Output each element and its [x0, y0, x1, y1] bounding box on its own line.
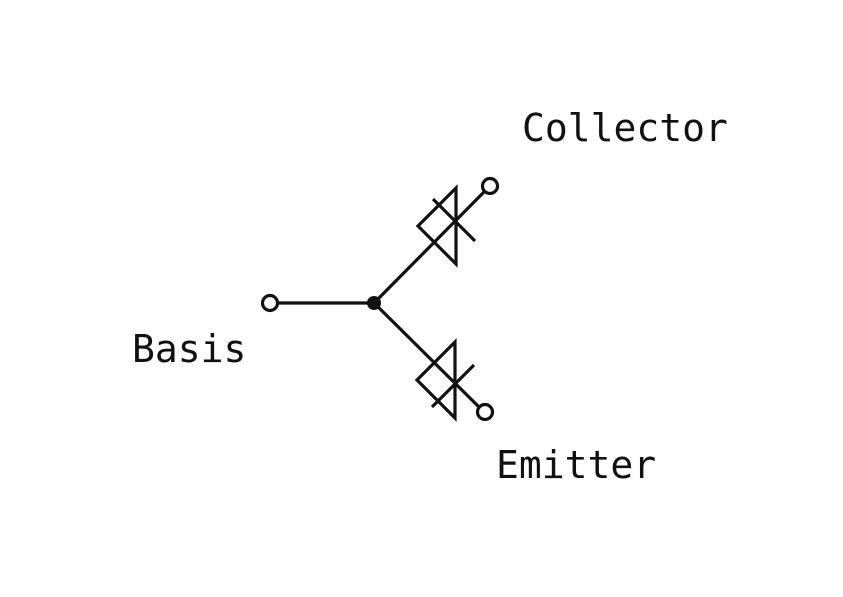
emitter-wire: [372, 301, 481, 409]
emitter-label: Emitter: [496, 443, 656, 487]
emitter-diode-bar: [430, 363, 476, 409]
base-junction-dot: [367, 296, 381, 310]
collector-diode-triangle: [415, 184, 458, 268]
emitter-terminal-circle[interactable]: [475, 402, 495, 422]
collector-diode-bar: [431, 197, 477, 243]
basis-label: Basis: [132, 327, 246, 371]
emitter-diode-triangle: [414, 338, 457, 422]
basis-terminal-circle[interactable]: [260, 293, 280, 313]
collector-wire: [372, 190, 486, 305]
collector-label: Collector: [522, 106, 728, 150]
collector-terminal-circle[interactable]: [480, 176, 500, 196]
